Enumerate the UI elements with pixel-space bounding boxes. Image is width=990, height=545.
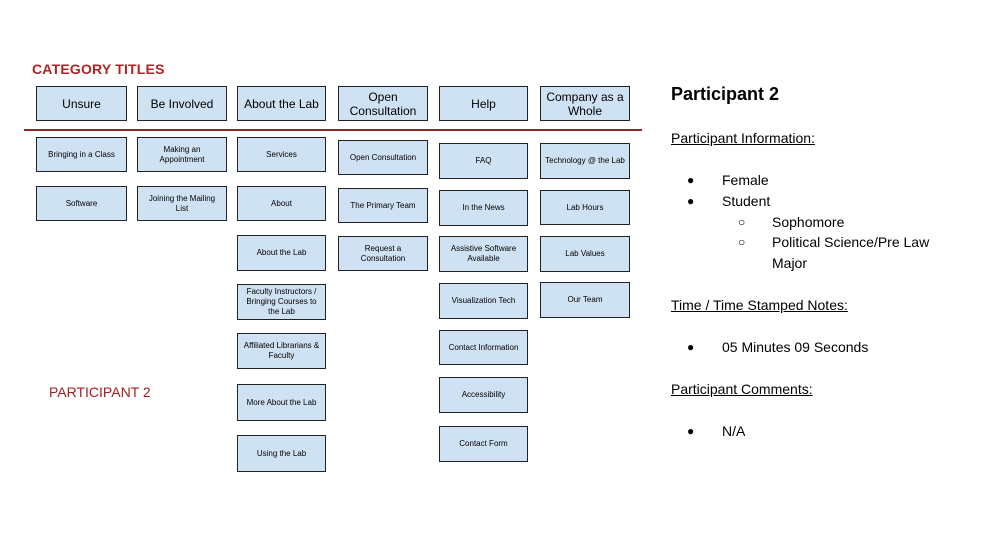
- card: Request a Consultation: [338, 236, 428, 271]
- time-item: 05 Minutes 09 Seconds: [722, 339, 869, 355]
- info-item: Female: [722, 172, 769, 188]
- card: About: [237, 186, 326, 221]
- card: About the Lab: [237, 235, 326, 271]
- sub-bullet-icon: ○: [738, 235, 746, 249]
- column-header-about-the-lab: About the Lab: [237, 86, 326, 121]
- card: Faculty Instructors / Bringing Courses t…: [237, 284, 326, 320]
- column-header-be-involved: Be Involved: [137, 86, 227, 121]
- card: Lab Values: [540, 236, 630, 272]
- card: Joining the Mailing List: [137, 186, 227, 221]
- category-titles-label: CATEGORY TITLES: [32, 61, 165, 77]
- card: Technology @ the Lab: [540, 143, 630, 179]
- card: Software: [36, 186, 127, 221]
- card: Lab Hours: [540, 190, 630, 225]
- column-header-help: Help: [439, 86, 528, 121]
- column-header-unsure: Unsure: [36, 86, 127, 121]
- time-notes-heading: Time / Time Stamped Notes:: [671, 297, 848, 313]
- card: Contact Form: [439, 426, 528, 462]
- column-header-open-consultation: Open Consultation: [338, 86, 428, 121]
- card: FAQ: [439, 143, 528, 179]
- card: Visualization Tech: [439, 283, 528, 319]
- comment-item: N/A: [722, 423, 746, 439]
- card: Using the Lab: [237, 435, 326, 472]
- student-subitem-continuation: Major: [772, 255, 808, 271]
- card: Affiliated Librarians & Faculty: [237, 333, 326, 369]
- card: Making an Appointment: [137, 137, 227, 172]
- student-subitem: Political Science/Pre Law: [772, 234, 930, 250]
- card: Accessibility: [439, 377, 528, 413]
- bullet-icon: ●: [687, 340, 695, 354]
- column-header-company-as-a-whole: Company as a Whole: [540, 86, 630, 121]
- card: Services: [237, 137, 326, 172]
- info-item: Student: [722, 193, 771, 209]
- bullet-icon: ●: [687, 173, 695, 187]
- student-subitem: Sophomore: [772, 214, 845, 230]
- card: Assistive Software Available: [439, 236, 528, 272]
- header-divider: [24, 129, 642, 131]
- sub-bullet-icon: ○: [738, 215, 746, 229]
- participant-comments-heading: Participant Comments:: [671, 381, 813, 397]
- card: Contact Information: [439, 330, 528, 365]
- participant-label: PARTICIPANT 2: [49, 384, 151, 400]
- participant-title: Participant 2: [671, 84, 780, 104]
- bullet-icon: ●: [687, 194, 695, 208]
- participant-info-heading: Participant Information:: [671, 130, 815, 146]
- card: Our Team: [540, 282, 630, 318]
- card: More About the Lab: [237, 384, 326, 421]
- card: In the News: [439, 190, 528, 226]
- card: Bringing in a Class: [36, 137, 127, 172]
- card: The Primary Team: [338, 188, 428, 223]
- card: Open Consultation: [338, 140, 428, 175]
- bullet-icon: ●: [687, 424, 695, 438]
